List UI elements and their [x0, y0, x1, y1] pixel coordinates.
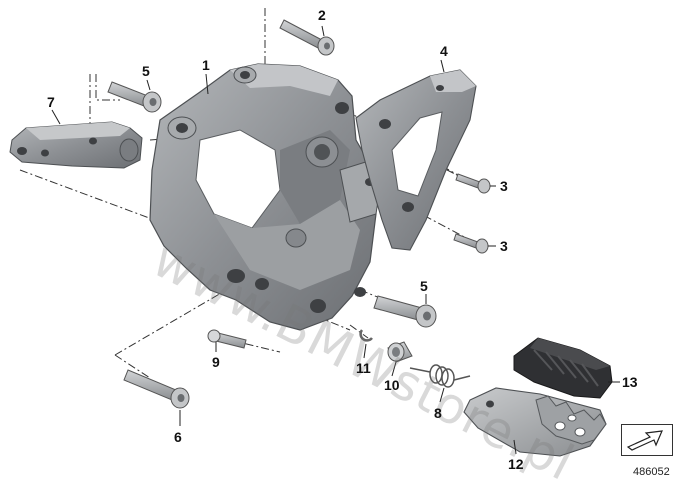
- part-4-heel-guard: [355, 69, 477, 251]
- callout-5-lower: 5: [420, 278, 428, 294]
- direction-arrow-icon: [626, 430, 663, 451]
- part-3-bolt-upper: [455, 173, 491, 194]
- part-11-clip: [359, 329, 373, 342]
- part-5-bolt-lower: [373, 295, 437, 328]
- part-12-footpeg: [463, 387, 607, 457]
- callout-3-lower: 3: [500, 238, 508, 254]
- callout-5-upper: 5: [142, 63, 150, 79]
- part-9-pin: [207, 329, 247, 349]
- callout-9: 9: [212, 354, 220, 370]
- part-2-bolt: [279, 19, 335, 56]
- callout-4: 4: [440, 43, 448, 59]
- callout-8: 8: [434, 405, 442, 421]
- callout-10: 10: [384, 377, 400, 393]
- drawing-number: 486052: [633, 466, 670, 478]
- callout-11: 11: [356, 360, 371, 376]
- part-3-bolt-lower: [453, 233, 489, 254]
- callout-2: 2: [318, 7, 326, 23]
- callout-3-upper: 3: [500, 178, 508, 194]
- callout-7: 7: [47, 94, 55, 110]
- part-6-bolt: [123, 369, 190, 409]
- leader-lines: [51, 25, 620, 455]
- callout-13: 13: [622, 374, 638, 390]
- callout-1: 1: [202, 57, 210, 73]
- part-13-rubber-pad: [513, 337, 613, 399]
- part-5-bolt-upper: [107, 81, 162, 113]
- part-1-main-bracket: [149, 63, 381, 331]
- part-7-bracket: [9, 121, 143, 169]
- part-10-bushing: [387, 341, 413, 363]
- callout-12: 12: [508, 456, 524, 472]
- callout-6: 6: [174, 429, 182, 445]
- part-8-spring: [409, 364, 471, 388]
- orientation-box: [621, 424, 673, 456]
